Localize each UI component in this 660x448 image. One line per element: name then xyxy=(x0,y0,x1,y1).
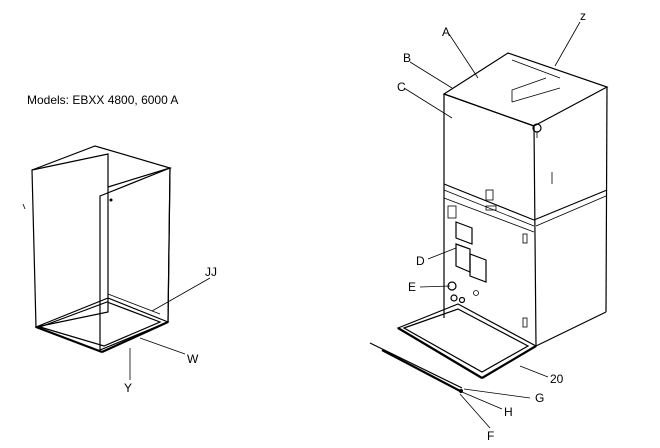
label-jj: JJ xyxy=(205,265,217,279)
leader-jj xyxy=(151,277,211,312)
leader-20 xyxy=(519,365,549,378)
label-d: D xyxy=(416,254,425,268)
leader-z xyxy=(554,21,581,67)
label-20: 20 xyxy=(550,372,564,386)
leader-a xyxy=(448,33,479,79)
label-e: E xyxy=(408,280,416,294)
leader-d xyxy=(427,247,457,260)
label-c: C xyxy=(397,80,406,94)
label-a: A xyxy=(442,25,450,39)
leader-c xyxy=(403,87,453,119)
label-y: Y xyxy=(124,381,132,395)
leader-e xyxy=(419,285,451,288)
leader-f xyxy=(459,393,491,429)
label-w: W xyxy=(187,352,199,366)
label-f: F xyxy=(487,429,494,443)
right-unit xyxy=(369,52,609,393)
label-h: H xyxy=(504,405,513,419)
leader-b xyxy=(409,61,453,89)
leader-g xyxy=(463,388,531,399)
models-title: Models: EBXX 4800, 6000 A xyxy=(27,93,178,107)
leader-h xyxy=(461,391,503,410)
leader-w xyxy=(139,337,186,355)
left-cabinet xyxy=(22,145,173,354)
label-b: B xyxy=(403,51,411,65)
label-g: G xyxy=(535,391,544,405)
label-z: z xyxy=(580,9,586,23)
